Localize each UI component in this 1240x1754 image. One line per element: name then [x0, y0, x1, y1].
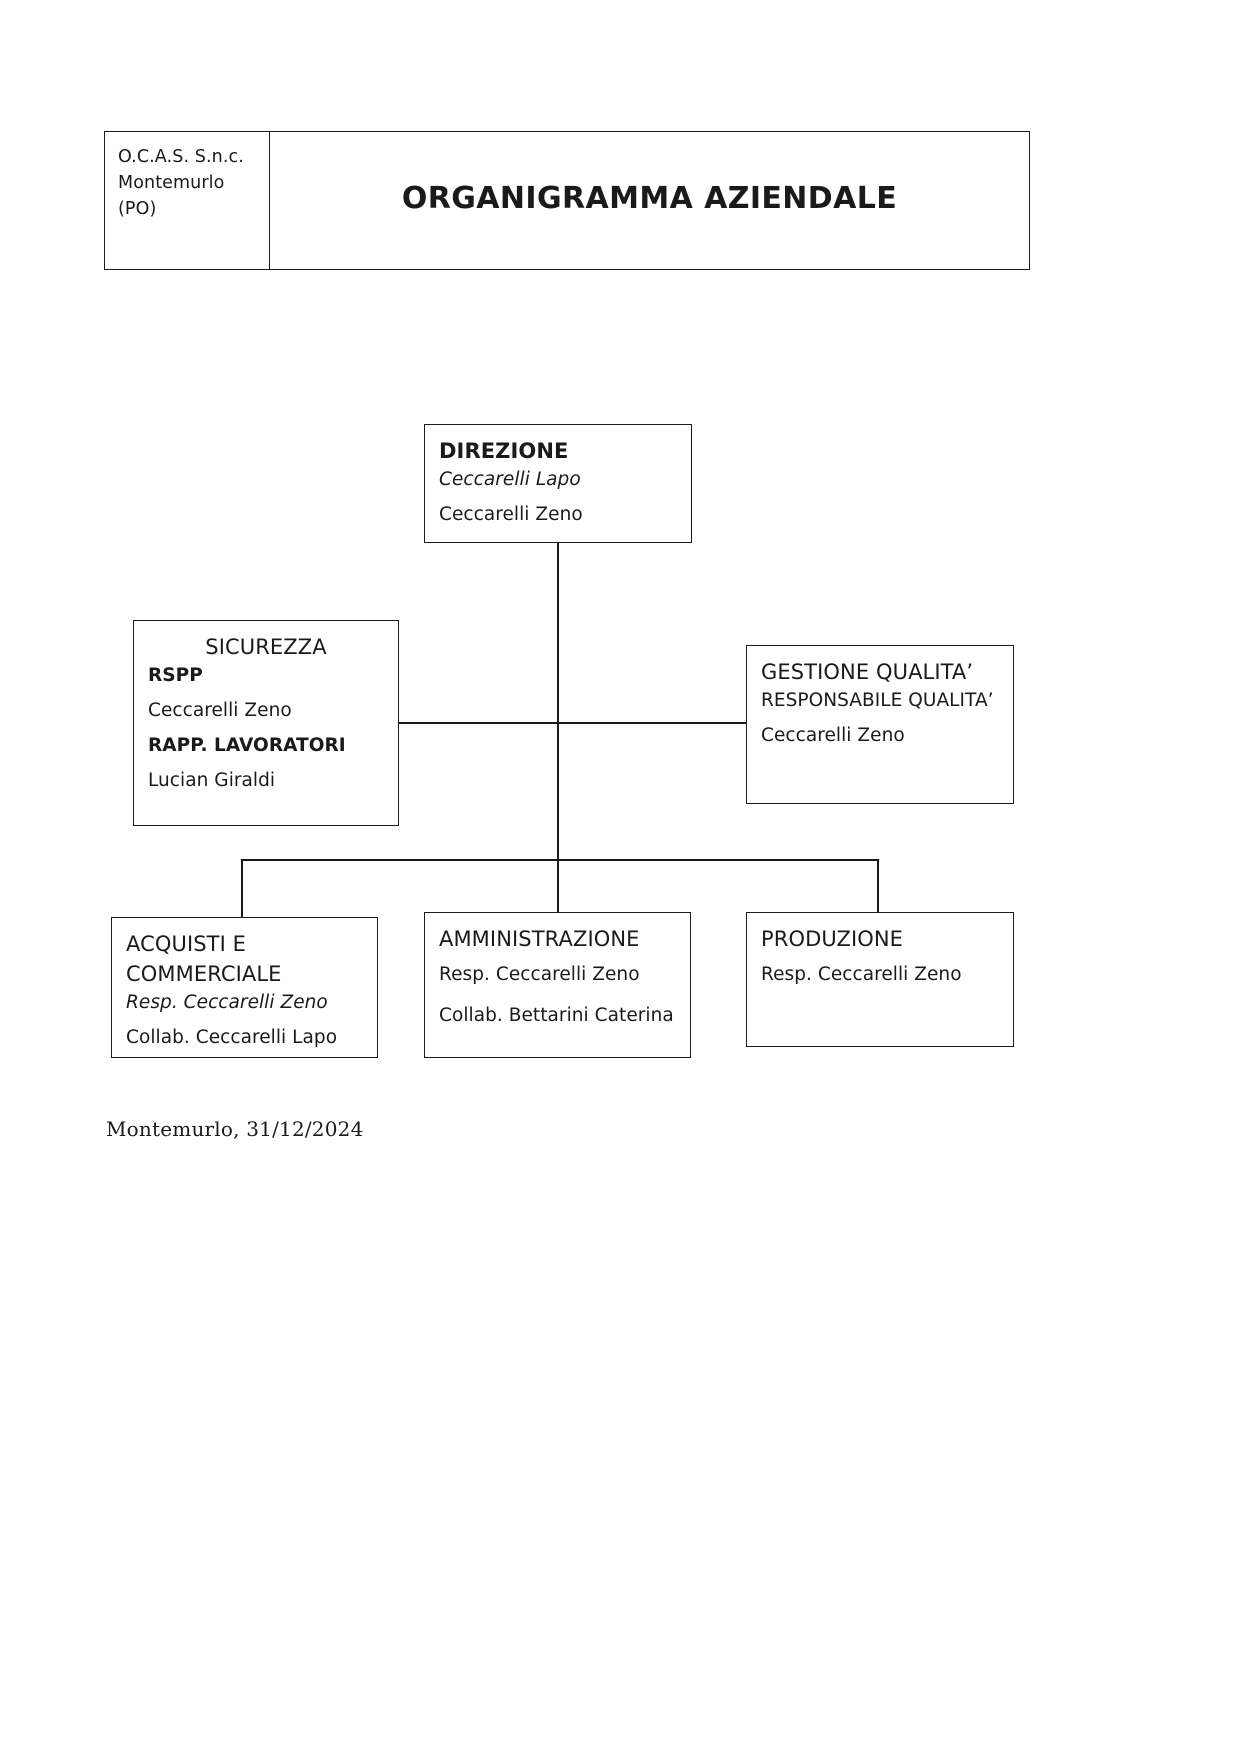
org-node-produzione: PRODUZIONE Resp. Ceccarelli Zeno: [746, 912, 1014, 1047]
amministrazione-resp: Resp. Ceccarelli Zeno: [439, 964, 640, 985]
acquisti-resp: Resp. Ceccarelli Zeno: [126, 992, 328, 1013]
header-title-cell: ORGANIGRAMMA AZIENDALE: [270, 132, 1029, 269]
connector-drop-produzione: [877, 859, 879, 912]
amministrazione-collab: Collab. Bettarini Caterina: [439, 1005, 674, 1026]
company-line-2: Montemurlo: [118, 173, 225, 193]
connector-direzione-trunk: [557, 543, 559, 861]
header-company-cell: O.C.A.S. S.n.c. Montemurlo (PO): [105, 132, 270, 269]
acquisti-title: ACQUISTI E COMMERCIALE: [126, 932, 282, 986]
org-node-amministrazione: AMMINISTRAZIONE Resp. Ceccarelli Zeno Co…: [424, 912, 691, 1058]
company-line-3: (PO): [118, 199, 157, 219]
produzione-title: PRODUZIONE: [761, 927, 904, 951]
direzione-title: DIREZIONE: [439, 439, 569, 463]
direzione-person-secondary: Ceccarelli Zeno: [439, 504, 583, 525]
page-title: ORGANIGRAMMA AZIENDALE: [401, 181, 898, 216]
direzione-person-primary: Ceccarelli Lapo: [439, 469, 581, 490]
connector-drop-amministrazione: [557, 859, 559, 912]
produzione-resp: Resp. Ceccarelli Zeno: [761, 964, 962, 985]
qualita-person: Ceccarelli Zeno: [761, 725, 905, 746]
connector-drop-acquisti: [241, 859, 243, 917]
qualita-role: RESPONSABILE QUALITA’: [761, 690, 994, 711]
org-node-acquisti-commerciale: ACQUISTI E COMMERCIALE Resp. Ceccarelli …: [111, 917, 378, 1058]
qualita-title: GESTIONE QUALITA’: [761, 660, 974, 684]
footer-date: Montemurlo, 31/12/2024: [106, 1117, 364, 1141]
acquisti-collab: Collab. Ceccarelli Lapo: [126, 1027, 338, 1048]
company-line-1: O.C.A.S. S.n.c.: [118, 147, 244, 167]
sicurezza-person-rapp-lavoratori: Lucian Giraldi: [148, 770, 276, 791]
connector-splitter-bar: [241, 859, 878, 861]
sicurezza-person-rspp: Ceccarelli Zeno: [148, 700, 292, 721]
amministrazione-title: AMMINISTRAZIONE: [439, 927, 640, 951]
connector-lateral-arm: [399, 722, 747, 724]
sicurezza-role-rspp: RSPP: [148, 665, 203, 686]
sicurezza-title: SICUREZZA: [205, 635, 327, 659]
org-node-sicurezza: SICUREZZA RSPP Ceccarelli Zeno RAPP. LAV…: [133, 620, 399, 826]
sicurezza-role-rapp-lavoratori: RAPP. LAVORATORI: [148, 735, 346, 756]
header-table: O.C.A.S. S.n.c. Montemurlo (PO) ORGANIGR…: [104, 131, 1030, 270]
org-node-gestione-qualita: GESTIONE QUALITA’ RESPONSABILE QUALITA’ …: [746, 645, 1014, 804]
org-node-direzione: DIREZIONE Ceccarelli Lapo Ceccarelli Zen…: [424, 424, 692, 543]
